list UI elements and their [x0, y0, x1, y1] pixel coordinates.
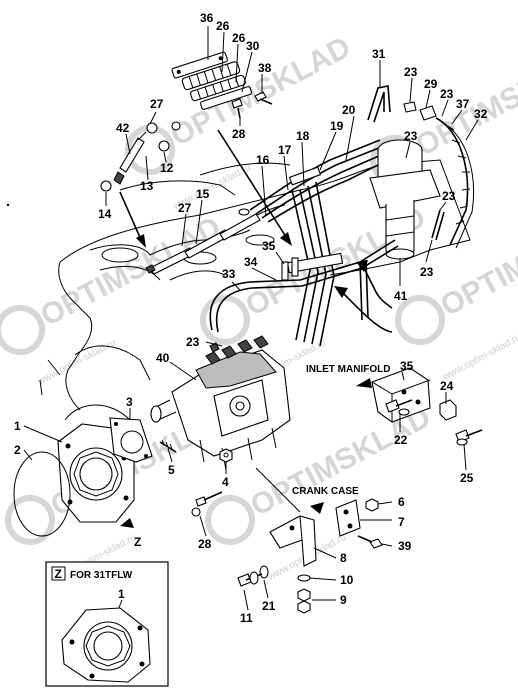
- crank-case-label: CRANK CASE: [292, 486, 359, 497]
- inset-callout-1: 1: [118, 587, 125, 601]
- callout-5: 5: [168, 463, 175, 477]
- callout-6: 6: [398, 495, 405, 509]
- watermark-url: www.optim-sklad.ru: [35, 337, 118, 388]
- callout-36: 36: [200, 11, 214, 25]
- nut-4: [219, 448, 233, 463]
- inlet-manifold-label: INLET MANIFOLD: [306, 364, 390, 375]
- bolt-11: [237, 571, 263, 587]
- bushing-24: [439, 399, 457, 421]
- injection-pipes: [249, 139, 393, 347]
- bolt-22: [385, 399, 413, 416]
- return-pipe: [367, 85, 475, 249]
- callout-34: 34: [244, 255, 258, 269]
- callout-38: 38: [258, 61, 272, 75]
- callout-10: 10: [340, 573, 354, 587]
- callout-23: 23: [442, 189, 456, 203]
- pointer-arrows: [119, 129, 393, 528]
- callout-13: 13: [140, 179, 154, 193]
- inset-title: FOR 31TFLW: [70, 570, 133, 581]
- plate-36: [171, 51, 228, 79]
- callout-27: 27: [178, 201, 192, 215]
- callout-28: 28: [232, 127, 246, 141]
- callout-26: 26: [232, 31, 246, 45]
- leader-lines: [23, 26, 479, 611]
- callout-7: 7: [398, 515, 405, 529]
- bracket-35: [371, 367, 431, 423]
- inset-z-letter: Z: [55, 567, 62, 581]
- callout-18: 18: [296, 129, 310, 143]
- callout-23: 23: [404, 65, 418, 79]
- callout-8: 8: [340, 551, 347, 565]
- callouts: 36 26 26 30 38 28 27 42 13 12 14 15 27 1…: [14, 11, 488, 625]
- bolt-6: [365, 498, 379, 512]
- callout-27: 27: [150, 97, 164, 111]
- callout-26: 26: [216, 19, 230, 33]
- washer-10: [297, 574, 311, 582]
- leak-off-pipe: [209, 239, 399, 333]
- stud-5: [159, 439, 177, 453]
- callout-14: 14: [98, 207, 112, 221]
- callout-12: 12: [160, 161, 174, 175]
- injector-row: [145, 208, 261, 275]
- callout-23: 23: [186, 335, 200, 349]
- callout-16: 16: [256, 153, 270, 167]
- bolt-28-lower: [191, 491, 223, 517]
- gasket-3: [109, 417, 153, 463]
- callout-1: 1: [14, 419, 21, 433]
- inset-cover-part: [61, 607, 151, 683]
- callout-33: 33: [222, 267, 236, 281]
- callout-40: 40: [156, 351, 170, 365]
- callout-30: 30: [246, 39, 260, 53]
- callout-42: 42: [116, 121, 130, 135]
- text-labels: INLET MANIFOLD CRANK CASE Z: [134, 364, 390, 549]
- watermark-text: OPTIMSKLAD: [435, 201, 518, 323]
- gasket-2: [13, 451, 71, 537]
- bolt-28-top: [231, 98, 243, 119]
- callout-15: 15: [196, 187, 210, 201]
- callout-41: 41: [394, 289, 408, 303]
- callout-23: 23: [420, 265, 434, 279]
- callout-39: 39: [398, 539, 412, 553]
- callout-17: 17: [278, 143, 292, 157]
- callout-35: 35: [262, 239, 276, 253]
- callout-4: 4: [222, 475, 229, 489]
- bolt-38: [254, 91, 273, 105]
- callout-19: 19: [330, 119, 344, 133]
- clamp-26b: [190, 74, 246, 102]
- dot: [6, 203, 10, 207]
- callout-29: 29: [424, 77, 438, 91]
- callout-2: 2: [14, 443, 21, 457]
- callout-21: 21: [262, 599, 276, 613]
- clamp-26a: [181, 61, 241, 91]
- callout-37: 37: [456, 97, 470, 111]
- callout-11: 11: [240, 611, 253, 625]
- callout-23: 23: [404, 129, 418, 143]
- callout-32: 32: [474, 107, 488, 121]
- inset-view-z: Z FOR 31TFLW 1: [45, 561, 169, 687]
- injection-pump: [150, 335, 291, 471]
- callout-9: 9: [340, 593, 347, 607]
- callout-22: 22: [394, 433, 408, 447]
- callout-24: 24: [440, 379, 454, 393]
- injector-upper: [100, 121, 181, 192]
- callout-20: 20: [342, 103, 356, 117]
- callout-28: 28: [198, 537, 212, 551]
- support-bracket: [269, 499, 361, 567]
- callout-31: 31: [372, 47, 386, 61]
- z-marker: Z: [134, 535, 141, 549]
- plate-30: [200, 86, 252, 110]
- bolt-39: [357, 535, 383, 549]
- washer-21: [259, 565, 269, 579]
- bracket-parts: [171, 51, 273, 119]
- callout-3: 3: [126, 395, 133, 409]
- callout-35: 35: [400, 359, 414, 373]
- callout-23: 23: [440, 87, 454, 101]
- bolt-25: [455, 429, 483, 446]
- bolts-9: [297, 588, 311, 614]
- callout-25: 25: [460, 471, 474, 485]
- watermark-url: www.optim-sklad.ru: [440, 332, 518, 383]
